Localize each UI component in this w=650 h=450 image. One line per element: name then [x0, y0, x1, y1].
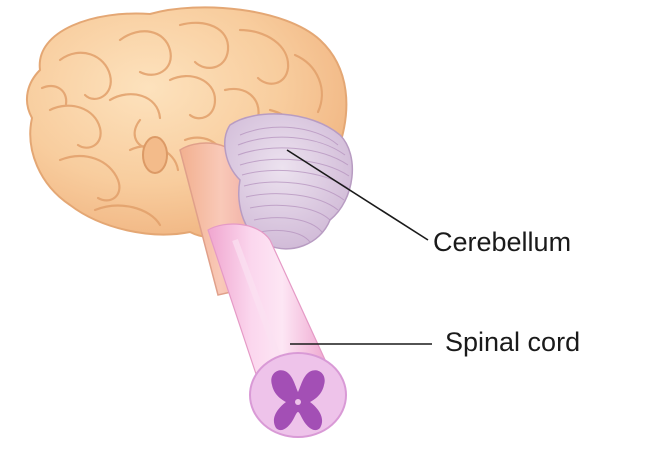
spinal-cord-label: Spinal cord	[445, 327, 580, 357]
cerebellum-label: Cerebellum	[433, 227, 571, 257]
spinal-cord-cross-section	[250, 353, 346, 437]
